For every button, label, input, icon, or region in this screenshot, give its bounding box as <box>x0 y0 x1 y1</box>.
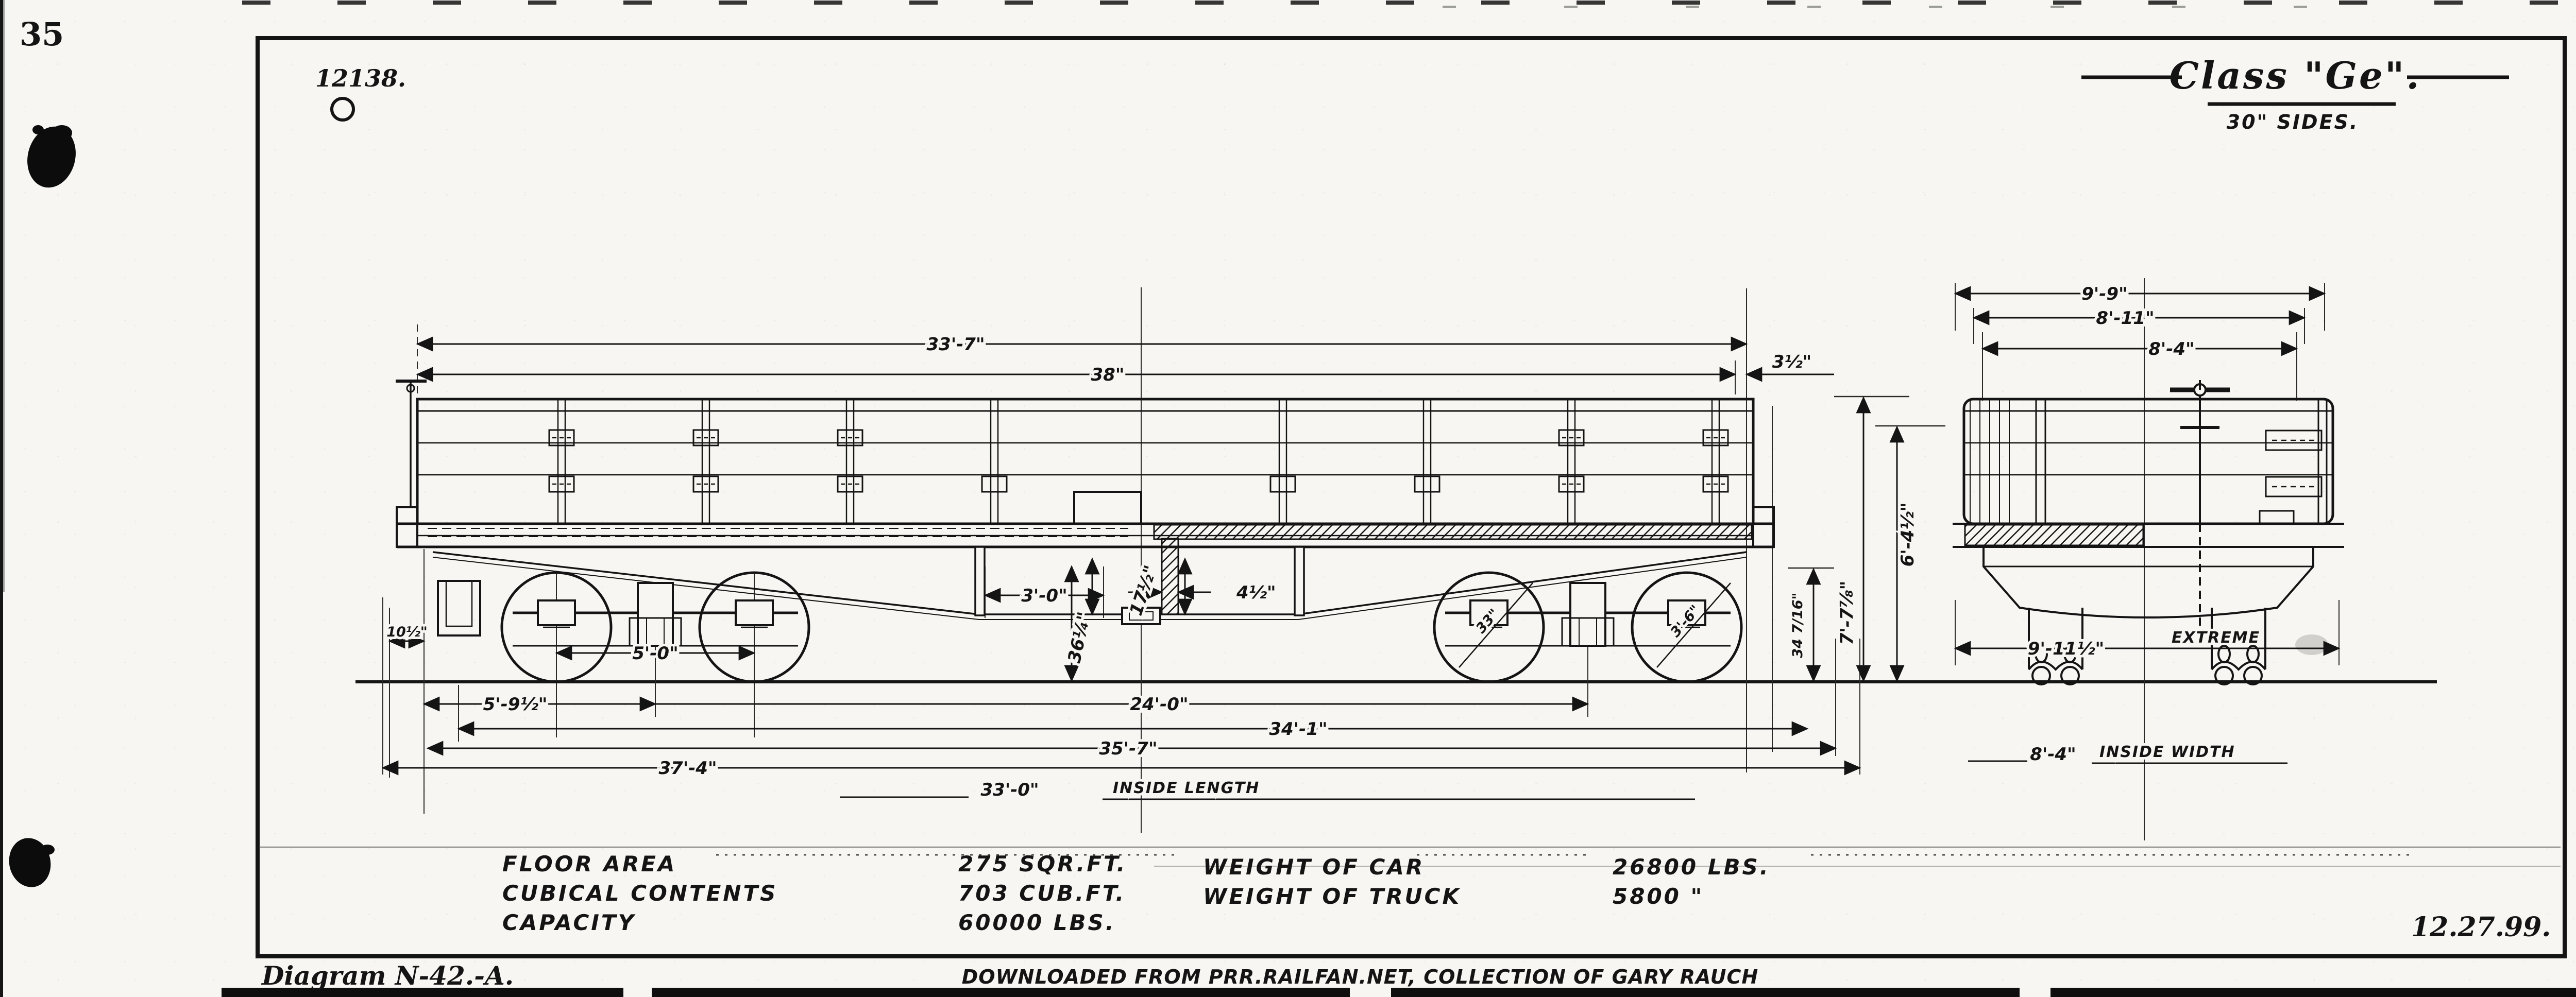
dim-center-3-0: 3'-0" <box>1021 586 1067 606</box>
spec-value-capacity: 60000 LBS. <box>958 910 1116 935</box>
plate-number-group: 12138. <box>315 64 406 122</box>
spec-value-cubical-contents: 703 CUB.FT. <box>958 881 1126 906</box>
spec-label-weight-of-car: WEIGHT OF CAR <box>1203 854 1425 880</box>
title-block: Class "Ge". 30" SIDES. <box>2081 54 2509 133</box>
dim-length-over-top: 33'-7" <box>926 334 985 355</box>
dim-width-8-4: 8'-4" <box>2148 339 2195 359</box>
footer-credit: DOWNLOADED FROM PRR.RAILFAN.NET, COLLECT… <box>962 966 1758 988</box>
ink-blot-upper-left <box>27 125 76 188</box>
dim-35-7: 35'-7" <box>1099 738 1157 759</box>
dim-upper-38: 38" <box>1091 365 1124 385</box>
truck-left <box>437 571 810 683</box>
dimension-labels: 33'-7" 38" 3½" 5'-9½" 24'-0" 34'-1" 35'-… <box>384 281 2262 803</box>
spec-label-cubical-contents: CUBICAL CONTENTS <box>502 881 777 906</box>
side-stakes <box>557 399 1720 524</box>
spec-value-weight-of-car: 26800 LBS. <box>1613 854 1770 880</box>
end-plank-edges <box>1970 399 2010 524</box>
spec-table: FLOOR AREA 275 SQR.FT. CUBICAL CONTENTS … <box>502 851 2414 935</box>
spec-value-floor-area: 275 SQR.FT. <box>958 851 1127 876</box>
ink-blot-lower-left <box>9 838 55 887</box>
brake-staff-end <box>2170 380 2230 641</box>
class-subtitle: 30" SIDES. <box>2227 111 2359 133</box>
dim-center-36-25: 36¼" <box>1064 610 1095 665</box>
dim-rail-to-sill: 34 7/16" <box>1790 592 1806 658</box>
dim-height-7-7: 7'-7⅞" <box>1837 581 1857 645</box>
dim-inside-length-value: 33'-0" <box>980 780 1039 800</box>
side-elevation <box>396 380 1775 625</box>
dim-inside-width-label: INSIDE WIDTH <box>2099 743 2235 761</box>
spec-label-weight-of-truck: WEIGHT OF TRUCK <box>1203 884 1461 909</box>
end-elevation <box>1953 380 2344 685</box>
sheet-border <box>256 36 2567 958</box>
class-title: Class "Ge". <box>2170 54 2421 97</box>
stake-pockets <box>548 429 1729 493</box>
spec-label-floor-area: FLOOR AREA <box>502 851 676 876</box>
dim-height-6-4: 6'-4½" <box>1897 503 1918 567</box>
dimension-lines <box>381 286 2341 800</box>
end-stake-pockets <box>2259 429 2323 525</box>
spec-value-weight-of-truck: 5800 " <box>1613 884 1704 909</box>
page-number: 35 <box>20 15 64 53</box>
plate-circle-mark <box>330 97 355 122</box>
spec-label-capacity: CAPACITY <box>502 910 636 935</box>
date-note: 12.27.99. <box>2411 912 2551 943</box>
dim-upper-3-5: 3½" <box>1772 352 1812 372</box>
dim-37-4: 37'-4" <box>658 758 717 779</box>
diagram-number: Diagram N-42.-A. <box>261 960 514 991</box>
dim-truck-centers: 24'-0" <box>1130 694 1188 715</box>
dim-width-9-9: 9'-9" <box>2081 284 2128 304</box>
dim-34-1: 34'-1" <box>1269 719 1327 740</box>
center-sill-section <box>1153 524 1753 540</box>
dim-end-to-bolster: 5'-9½" <box>483 694 548 715</box>
body-bolster-end <box>1982 547 2314 618</box>
dim-wheel-base: 5'-0" <box>632 643 679 664</box>
dim-end-overhang: 10½" <box>386 624 428 640</box>
dim-inside-width-value: 8'-4" <box>2030 744 2076 765</box>
dim-center-4-5: 4½" <box>1236 582 1276 603</box>
truck-right <box>1433 571 1743 683</box>
dim-extreme-label: EXTREME <box>2172 629 2260 647</box>
center-post-section <box>1161 538 1179 615</box>
dim-width-8-11: 8'-11" <box>2096 308 2154 329</box>
dim-extreme-value: 9'-11½" <box>2028 639 2104 659</box>
plate-number: 12138. <box>315 64 406 92</box>
drop-door <box>1073 491 1142 525</box>
dim-inside-length-label: INSIDE LENGTH <box>1113 779 1260 797</box>
